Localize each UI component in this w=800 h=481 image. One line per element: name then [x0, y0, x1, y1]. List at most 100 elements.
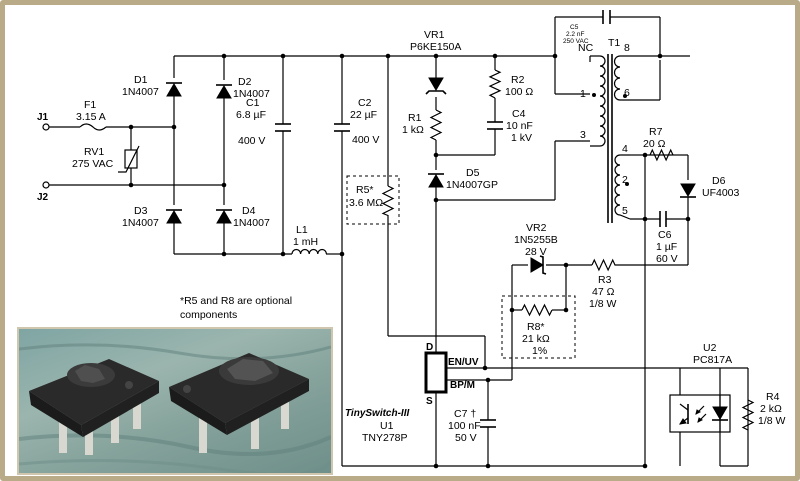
- svg-text:5: 5: [622, 205, 628, 217]
- svg-text:1 mH: 1 mH: [293, 236, 318, 248]
- svg-text:8: 8: [624, 42, 630, 54]
- svg-text:21 kΩ: 21 kΩ: [522, 333, 550, 345]
- svg-text:C2: C2: [358, 97, 372, 109]
- svg-text:1/8 W: 1/8 W: [589, 298, 617, 310]
- svg-text:C7 †: C7 †: [454, 408, 476, 420]
- svg-text:100 Ω: 100 Ω: [505, 86, 533, 98]
- diode-d2: D2 1N4007: [216, 76, 270, 100]
- diode-d3: D3 1N4007: [122, 205, 182, 229]
- svg-text:100 nF: 100 nF: [448, 420, 481, 432]
- chip-illustration: [19, 343, 331, 473]
- svg-text:P6KE150A: P6KE150A: [410, 41, 461, 53]
- svg-text:10 nF: 10 nF: [506, 120, 533, 132]
- svg-text:1N4007: 1N4007: [233, 217, 270, 229]
- svg-text:F1: F1: [84, 99, 96, 111]
- diode-d6: D6 UF4003: [680, 175, 740, 199]
- svg-text:R7: R7: [649, 126, 663, 138]
- chip-left: [29, 359, 159, 455]
- svg-text:RV1: RV1: [84, 146, 104, 158]
- diode-d4: D4 1N4007: [216, 205, 270, 229]
- svg-text:250 VAC: 250 VAC: [563, 38, 589, 45]
- svg-text:R1: R1: [408, 112, 422, 124]
- resistor-r3: R3 47 Ω 1/8 W: [589, 258, 620, 310]
- svg-text:50 V: 50 V: [455, 432, 477, 444]
- optocoupler-u2: U2 PC817A: [669, 342, 732, 433]
- svg-text:C5: C5: [570, 24, 579, 31]
- svg-text:R8*: R8*: [527, 321, 545, 333]
- svg-text:VR1: VR1: [424, 29, 445, 41]
- tvs-vr1: VR1 P6KE150A: [410, 29, 461, 95]
- svg-text:R4: R4: [766, 391, 780, 403]
- optional-components-note: *R5 and R8 are optional components: [180, 295, 292, 321]
- schematic-diagram: J1 J2 F1 3.15 A RV1 275 VAC D1 1N4007 D2…: [37, 10, 786, 469]
- svg-text:T1: T1: [608, 37, 620, 49]
- svg-text:22 µF: 22 µF: [350, 109, 377, 121]
- svg-text:60 V: 60 V: [656, 253, 678, 265]
- inductor-l1: L1 1 mH: [291, 224, 327, 255]
- svg-text:J1: J1: [37, 112, 49, 123]
- svg-text:D1: D1: [134, 74, 148, 86]
- svg-text:TinySwitch-III: TinySwitch-III: [345, 408, 409, 419]
- svg-text:R5*: R5*: [356, 184, 374, 196]
- svg-text:1N4007: 1N4007: [122, 86, 159, 98]
- diode-d5: D5 1N4007GP: [428, 167, 498, 191]
- resistor-r5: R5* 3.6 MΩ: [346, 175, 400, 225]
- svg-text:D2: D2: [238, 76, 252, 88]
- svg-text:275 VAC: 275 VAC: [72, 158, 114, 170]
- svg-text:VR2: VR2: [526, 222, 547, 234]
- svg-text:1/8 W: 1/8 W: [758, 415, 786, 427]
- svg-text:1 kΩ: 1 kΩ: [402, 124, 424, 136]
- svg-text:1N4007: 1N4007: [122, 217, 159, 229]
- svg-text:TNY278P: TNY278P: [362, 432, 408, 444]
- resistor-r8: R8* 21 kΩ 1%: [501, 295, 576, 359]
- svg-text:U2: U2: [703, 342, 717, 354]
- svg-text:D6: D6: [712, 175, 726, 187]
- svg-text:28 V: 28 V: [525, 246, 547, 258]
- svg-text:4: 4: [622, 143, 628, 155]
- svg-text:D4: D4: [242, 205, 256, 217]
- chip-right: [169, 353, 309, 453]
- svg-text:1 kV: 1 kV: [511, 132, 532, 144]
- svg-text:2: 2: [622, 174, 628, 186]
- svg-text:components: components: [180, 309, 237, 321]
- svg-text:47 Ω: 47 Ω: [592, 286, 615, 298]
- svg-text:J2: J2: [37, 192, 49, 203]
- svg-text:C4: C4: [512, 108, 526, 120]
- svg-text:2 kΩ: 2 kΩ: [760, 403, 782, 415]
- varistor-rv1: RV1 275 VAC: [72, 145, 140, 173]
- svg-text:U1: U1: [380, 420, 394, 432]
- svg-text:3: 3: [580, 129, 586, 141]
- resistor-r7: R7 20 Ω: [643, 126, 674, 162]
- svg-text:1N5255B: 1N5255B: [514, 234, 558, 246]
- svg-text:1 µF: 1 µF: [656, 241, 677, 253]
- svg-text:400 V: 400 V: [352, 134, 379, 146]
- svg-text:3.15 A: 3.15 A: [76, 111, 106, 123]
- svg-text:UF4003: UF4003: [702, 187, 740, 199]
- connector-j1: J1: [37, 112, 50, 131]
- svg-text:D: D: [426, 342, 433, 353]
- svg-text:NC: NC: [578, 42, 594, 54]
- svg-text:1%: 1%: [532, 345, 547, 357]
- zener-vr2: VR2 1N5255B 28 V: [514, 222, 558, 275]
- svg-text:PC817A: PC817A: [693, 354, 732, 366]
- svg-text:1N4007GP: 1N4007GP: [446, 179, 498, 191]
- svg-text:BP/M: BP/M: [450, 380, 475, 391]
- svg-text:2.2 nF: 2.2 nF: [566, 31, 584, 38]
- capacitor-c5: C5 2.2 nF 250 VAC: [563, 10, 611, 45]
- capacitor-c4: C4 10 nF 1 kV: [487, 108, 533, 144]
- svg-text:R2: R2: [511, 74, 525, 86]
- svg-text:1N4007: 1N4007: [233, 88, 270, 100]
- svg-text:*R5 and R8 are optional: *R5 and R8 are optional: [180, 295, 292, 307]
- svg-text:D3: D3: [134, 205, 148, 217]
- svg-text:3.6 MΩ: 3.6 MΩ: [349, 197, 383, 209]
- svg-text:20 Ω: 20 Ω: [643, 138, 666, 150]
- svg-text:C6: C6: [658, 229, 672, 241]
- capacitor-c6: C6 1 µF 60 V: [656, 211, 678, 265]
- svg-text:1: 1: [580, 88, 586, 100]
- svg-text:6.8 µF: 6.8 µF: [236, 109, 266, 121]
- svg-text:D5: D5: [466, 167, 480, 179]
- diode-d1: D1 1N4007: [122, 74, 182, 98]
- junction-dots: [128, 53, 691, 469]
- capacitor-c1: C1 6.8 µF 400 V: [236, 97, 291, 147]
